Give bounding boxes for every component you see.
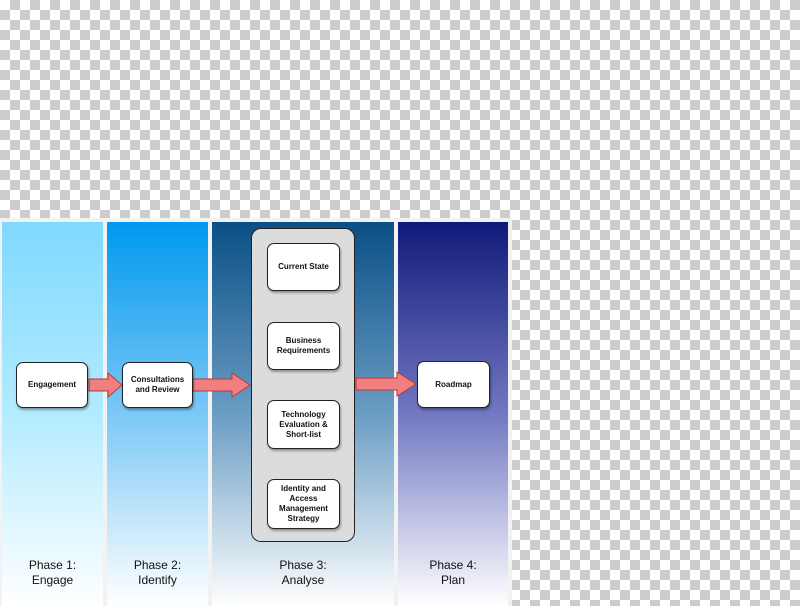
- engagement-label: Engagement: [27, 380, 76, 389]
- business-requirements-box: Business Requirements: [267, 322, 340, 370]
- phase-column-2: Phase 2: Identify: [107, 222, 208, 606]
- phase-3-label: Phase 3: Analyse: [212, 558, 394, 588]
- phase-4-name: Plan: [440, 573, 466, 587]
- current-state-box: Current State: [267, 243, 340, 291]
- business-requirements-label: Business Requirements: [276, 336, 331, 355]
- phase-3-name: Analyse: [281, 573, 325, 587]
- roadmap-label: Roadmap: [435, 379, 472, 389]
- consultations-label: Consultations and Review: [130, 375, 185, 394]
- iam-strategy-label: Identity and Access Management Strategy: [279, 484, 328, 523]
- phase-4-number: Phase 4:: [429, 558, 477, 572]
- technology-evaluation-label: Technology Evaluation & Short-list: [279, 409, 328, 439]
- phase-4-label: Phase 4: Plan: [398, 558, 508, 588]
- phase-2-name: Identify: [138, 573, 177, 587]
- roadmap-box: Roadmap: [417, 361, 490, 408]
- phase-column-4: Phase 4: Plan: [398, 222, 508, 606]
- technology-evaluation-box: Technology Evaluation & Short-list: [267, 400, 340, 449]
- phase-3-number: Phase 3:: [279, 558, 327, 572]
- phase-column-1: Phase 1: Engage: [2, 222, 103, 606]
- consultations-box: Consultations and Review: [122, 362, 193, 408]
- phase-2-number: Phase 2:: [133, 558, 182, 572]
- iam-strategy-box: Identity and Access Management Strategy: [267, 479, 340, 529]
- phase-2-label: Phase 2: Identify: [107, 558, 208, 588]
- phase-1-label: Phase 1: Engage: [2, 558, 103, 588]
- current-state-label: Current State: [278, 262, 329, 271]
- engagement-box: Engagement: [16, 362, 88, 408]
- phase-1-number: Phase 1:: [28, 558, 77, 572]
- phase-1-name: Engage: [31, 573, 74, 587]
